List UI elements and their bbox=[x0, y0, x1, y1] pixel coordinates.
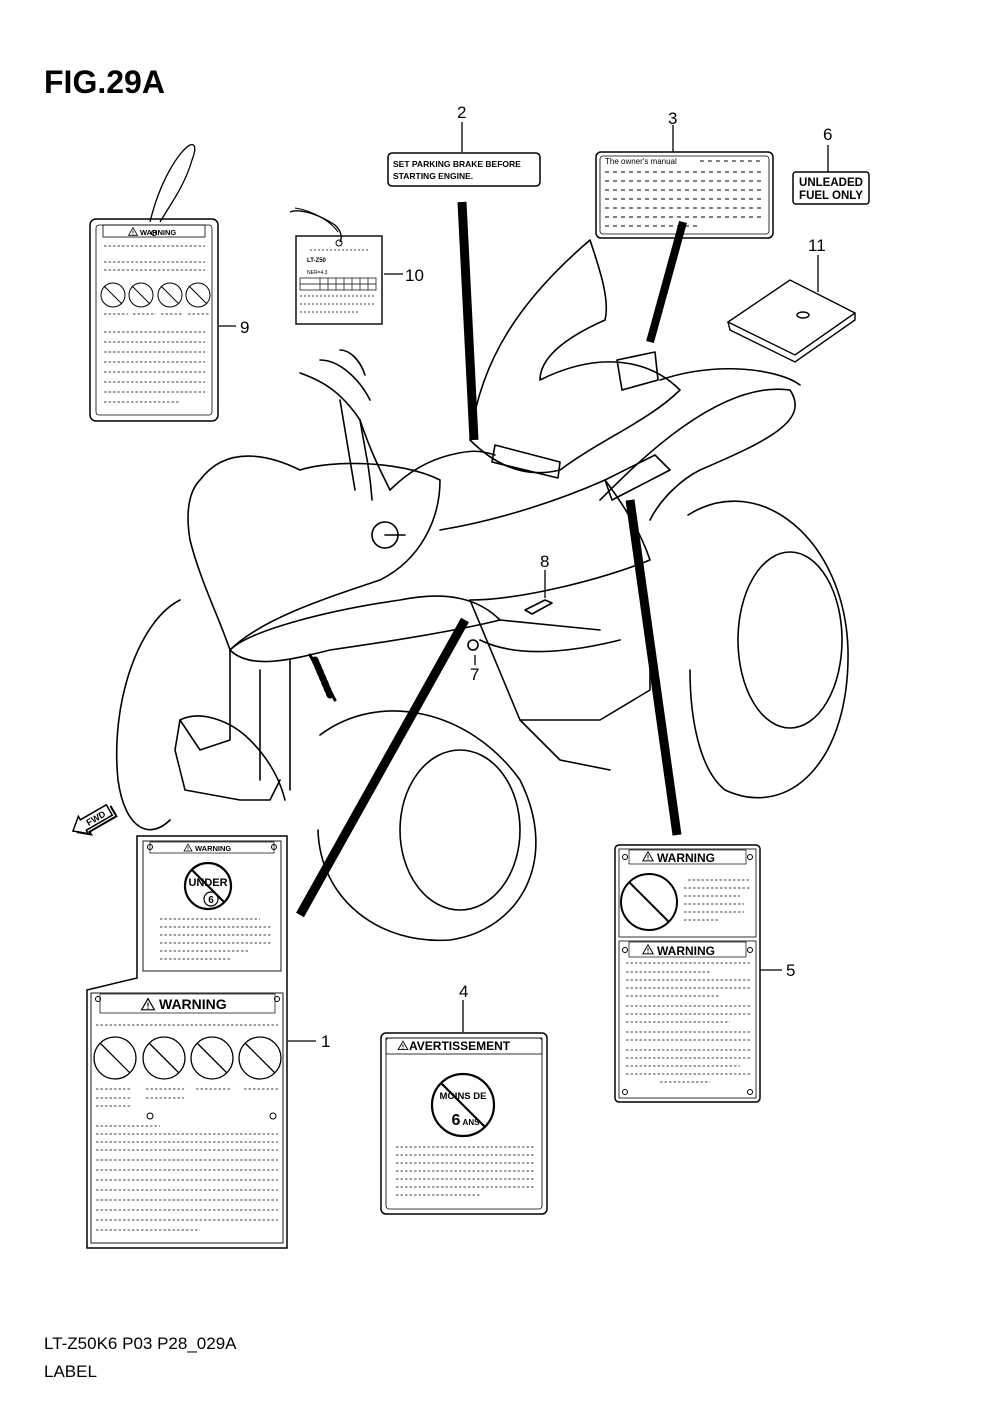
callout-7: 7 bbox=[470, 665, 479, 684]
callout-11: 11 bbox=[808, 236, 826, 255]
parking-brake-line-1: SET PARKING BRAKE BEFORE bbox=[393, 159, 521, 169]
callout-4: 4 bbox=[459, 982, 468, 1001]
fuel-line-2: FUEL ONLY bbox=[799, 190, 863, 202]
under-age: 6 bbox=[208, 895, 214, 906]
avertissement-text: AVERTISSEMENT bbox=[409, 1039, 511, 1053]
ans-text: ANS bbox=[463, 1118, 481, 1127]
moins-de-text: MOINS DE bbox=[440, 1091, 487, 1102]
callouts: 1 2 3 4 5 6 7 8 9 10 11 bbox=[240, 103, 832, 1051]
label-warning-5: WARNING WARNING bbox=[614, 844, 761, 1103]
hangtag-warning: WARNING bbox=[140, 228, 176, 237]
owners-manual-text: The owner's manual bbox=[605, 157, 677, 166]
callout-8: 8 bbox=[540, 552, 549, 571]
hangtag-model: LT-Z50 bbox=[307, 258, 327, 264]
parking-brake-line-2: STARTING ENGINE. bbox=[393, 171, 473, 181]
label5-upper-warning: WARNING bbox=[657, 851, 715, 865]
callout-5: 5 bbox=[786, 961, 795, 980]
label-warning-1: WARNING UNDER 6 WARNING bbox=[86, 835, 288, 1249]
label-card-11 bbox=[726, 279, 857, 363]
callout-9: 9 bbox=[240, 318, 249, 337]
under-text: UNDER bbox=[188, 877, 227, 889]
label1-upper-warning: WARNING bbox=[195, 844, 231, 853]
label-parking-brake: SET PARKING BRAKE BEFORE STARTING ENGINE… bbox=[387, 152, 541, 187]
callout-3: 3 bbox=[668, 109, 677, 128]
label-unleaded-fuel: UNLEADED FUEL ONLY bbox=[792, 171, 870, 205]
fuel-line-1: UNLEADED bbox=[799, 177, 863, 189]
callout-1: 1 bbox=[321, 1032, 330, 1051]
callout-6: 6 bbox=[823, 125, 832, 144]
callout-10: 10 bbox=[405, 266, 424, 285]
figure-title: FIG.29A bbox=[44, 64, 165, 100]
label-hangtag-10: LT-Z50 NER=4.3 bbox=[289, 207, 383, 325]
model-code: LT-Z50K6 P03 P28_029A bbox=[44, 1334, 237, 1353]
fwd-arrow: FWD bbox=[71, 803, 118, 836]
ans-number: 6 bbox=[452, 1112, 461, 1129]
label-owners-manual: The owner's manual bbox=[595, 151, 774, 239]
label5-lower-warning: WARNING bbox=[657, 944, 715, 958]
leader-lines bbox=[219, 122, 829, 1042]
label-hangtag-9: WARNING bbox=[89, 144, 219, 422]
hangtag-line: NER=4.3 bbox=[307, 270, 328, 276]
label1-lower-warning: WARNING bbox=[159, 996, 227, 1012]
figure-caption: LABEL bbox=[44, 1362, 97, 1381]
label-avertissement-4: AVERTISSEMENT MOINS DE 6 ANS bbox=[380, 1032, 548, 1215]
callout-2: 2 bbox=[457, 103, 466, 122]
